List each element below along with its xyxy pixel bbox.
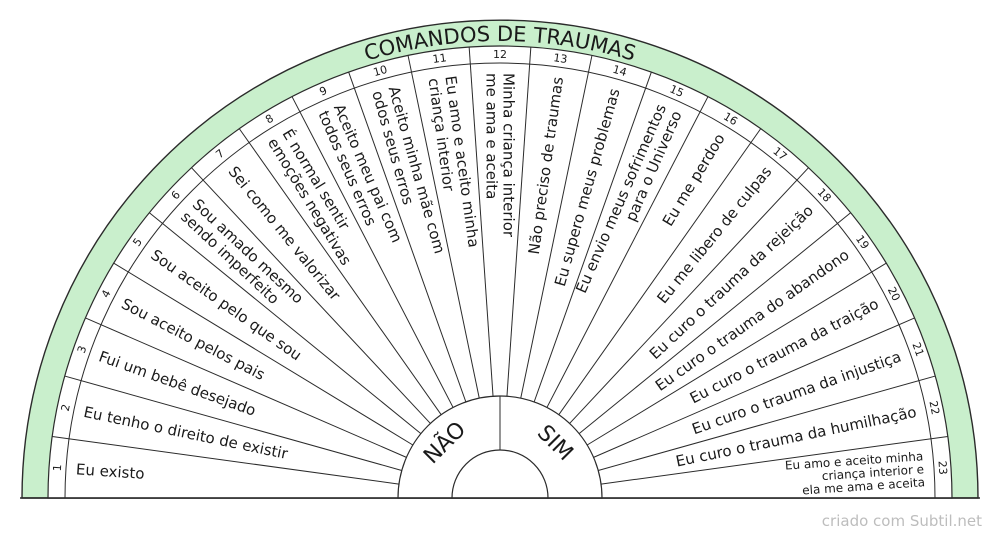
sector-label-line: Minha criança interior — [499, 73, 517, 238]
sector-number: 3 — [75, 344, 90, 355]
divider-line — [569, 167, 809, 424]
sector-label-line: criança interior e — [821, 462, 924, 483]
divider-line — [558, 128, 762, 415]
divider-line — [578, 212, 851, 435]
sector-number: 9 — [318, 84, 330, 99]
sector-dividers — [48, 47, 952, 499]
sector-number: 22 — [926, 400, 942, 416]
divider-line — [598, 375, 936, 471]
chart-background: COMANDOS DE TRAUMAS — [21, 19, 979, 499]
sector-number: 16 — [721, 110, 740, 128]
credit-text: criado com Subtil.net — [821, 512, 982, 530]
divider-line — [506, 47, 532, 397]
sector-number: 23 — [936, 460, 950, 475]
divider-line — [85, 317, 407, 458]
divider-line — [533, 71, 652, 403]
divider-line — [291, 96, 454, 408]
sector-number: 20 — [885, 285, 903, 303]
divider-line — [64, 375, 402, 471]
divider-line — [191, 167, 431, 424]
sector-number: 21 — [909, 341, 926, 359]
divider-line — [149, 212, 422, 435]
sector-label-line: Eu existo — [75, 460, 145, 483]
divider-line — [520, 55, 593, 399]
sector-number: 15 — [668, 82, 686, 100]
sector-label-line: me ama e aceita — [482, 73, 500, 199]
sector-label: Minha criança interiorme ama e aceita — [482, 73, 517, 238]
sector-number: 13 — [553, 51, 569, 66]
divider-line — [586, 262, 887, 446]
divider-line — [52, 435, 400, 485]
divider-line — [407, 55, 480, 399]
sector-label: Eu existo — [75, 460, 145, 483]
divider-line — [600, 435, 948, 485]
divider-line — [468, 47, 494, 397]
sector-number: 14 — [611, 63, 628, 79]
sector-number: 2 — [59, 403, 73, 412]
number-ring — [64, 62, 936, 499]
sector-number: 11 — [432, 51, 448, 66]
sector-number: 12 — [493, 48, 507, 61]
divider-line — [238, 128, 442, 415]
divider-line — [113, 262, 414, 446]
inner-face — [47, 45, 953, 499]
divider-line — [348, 71, 467, 403]
center-hub — [451, 449, 549, 499]
divider-line — [546, 96, 709, 408]
sector-number: 1 — [51, 464, 64, 472]
sector-number: 10 — [372, 63, 389, 79]
divider-line — [593, 317, 915, 458]
